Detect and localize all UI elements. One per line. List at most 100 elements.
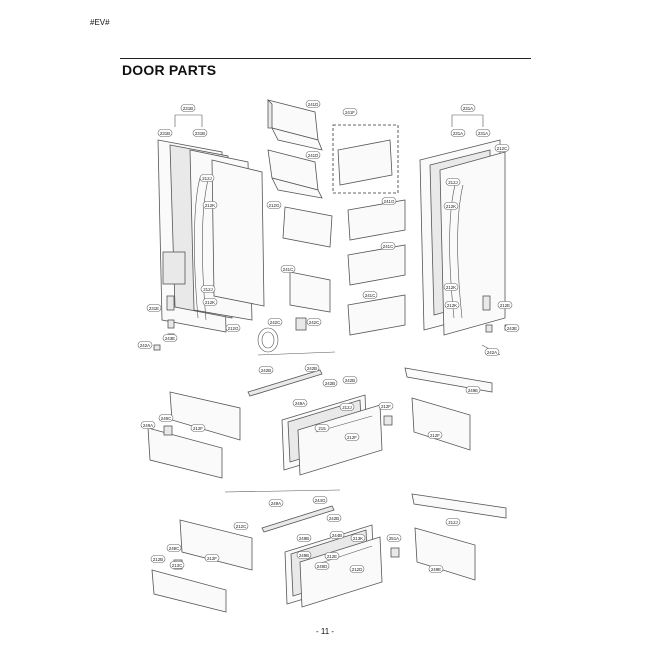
svg-text:249E: 249E <box>431 567 441 572</box>
part-callout: 242A <box>484 348 500 356</box>
svg-text:249A: 249A <box>143 423 153 428</box>
svg-text:212E: 212E <box>500 303 510 308</box>
svg-text:242B: 242B <box>307 366 317 371</box>
svg-text:242B: 242B <box>325 381 335 386</box>
part-callout: 241C <box>380 242 396 250</box>
part-callout: 212K <box>443 283 459 291</box>
part-callout: 241F <box>342 108 358 116</box>
svg-text:231B: 231B <box>195 131 205 136</box>
part-callout: 241D <box>305 100 321 108</box>
lower-drawer <box>151 489 507 613</box>
svg-text:249A: 249A <box>271 501 281 506</box>
part-callout: 231A <box>475 129 491 137</box>
svg-text:213K: 213K <box>353 536 363 541</box>
part-callout: 212G <box>266 201 282 209</box>
svg-text:241C: 241C <box>283 267 294 272</box>
svg-text:212D: 212D <box>352 567 363 572</box>
svg-text:242A: 242A <box>140 343 150 348</box>
svg-text:212B: 212B <box>153 557 163 562</box>
svg-text:241G: 241G <box>384 199 395 204</box>
svg-text:249D: 249D <box>317 564 328 569</box>
svg-text:212F: 212F <box>347 435 357 440</box>
page-title: DOOR PARTS <box>122 62 217 78</box>
svg-text:241F: 241F <box>345 110 355 115</box>
svg-text:231B: 231B <box>160 131 170 136</box>
svg-text:242A: 242A <box>487 350 497 355</box>
part-callout: 212J <box>200 285 216 293</box>
part-callout: 244B <box>329 531 345 539</box>
part-callout: 212C <box>233 522 249 530</box>
part-callout: 249A <box>268 499 284 507</box>
part-callout: 212K <box>202 298 218 306</box>
part-callout: 251A <box>386 534 402 542</box>
svg-text:249B: 249B <box>299 553 309 558</box>
svg-text:212K: 212K <box>205 300 215 305</box>
svg-text:212J: 212J <box>342 405 352 410</box>
part-callout: 231A <box>450 129 466 137</box>
svg-text:212F: 212F <box>430 433 440 438</box>
part-callout: 212J <box>199 174 215 182</box>
svg-text:212C: 212C <box>236 524 247 529</box>
svg-text:212C: 212C <box>497 146 508 151</box>
svg-text:212F: 212F <box>193 426 203 431</box>
part-callout: 249C <box>166 544 182 552</box>
part-callout: 241D <box>305 151 321 159</box>
part-callout: 231B <box>180 104 196 112</box>
part-callout: 212F <box>427 431 443 439</box>
svg-text:212J: 212J <box>203 287 213 292</box>
part-callout: 242B <box>342 376 358 384</box>
part-callout: 231A <box>460 104 476 112</box>
svg-text:241C: 241C <box>365 293 376 298</box>
svg-text:212F: 212F <box>207 556 217 561</box>
svg-text:243E: 243E <box>507 326 517 331</box>
part-callout: 242B <box>258 366 274 374</box>
part-callout: 212D <box>349 565 365 573</box>
part-callout: 212K <box>444 301 460 309</box>
svg-text:212K: 212K <box>205 203 215 208</box>
part-callout: 212K <box>443 202 459 210</box>
svg-text:244G: 244G <box>315 498 326 503</box>
svg-text:231A: 231A <box>453 131 463 136</box>
part-callout: 242C <box>306 318 322 326</box>
svg-text:212G: 212G <box>269 203 280 208</box>
door-bins <box>257 99 406 353</box>
part-callout: 212K <box>202 201 218 209</box>
part-callout: 231B <box>157 129 173 137</box>
part-callout: 213K <box>350 534 366 542</box>
svg-text:249A: 249A <box>295 401 305 406</box>
svg-text:241C: 241C <box>383 244 394 249</box>
svg-text:212K: 212K <box>446 285 456 290</box>
svg-text:213C: 213C <box>172 563 183 568</box>
part-callout: 244G <box>312 496 328 504</box>
title-rule <box>120 58 531 59</box>
part-callout: 249A <box>292 399 308 407</box>
part-callout: 231E <box>146 304 162 312</box>
part-callout: 243E <box>162 334 178 342</box>
svg-text:242B: 242B <box>329 516 339 521</box>
svg-text:215: 215 <box>318 426 326 431</box>
part-callout: 212F <box>190 424 206 432</box>
svg-text:241D: 241D <box>308 153 319 158</box>
right-door-assembly <box>419 114 506 336</box>
part-callout: 212B <box>150 555 166 563</box>
svg-text:212G: 212G <box>228 326 239 331</box>
part-callout: 249E <box>428 565 444 573</box>
part-callout: 212E <box>497 301 513 309</box>
svg-text:212J: 212J <box>448 180 458 185</box>
part-callout: 249E <box>465 386 481 394</box>
part-callout: 241C <box>362 291 378 299</box>
svg-text:242C: 242C <box>309 320 320 325</box>
page-number: - 11 - <box>315 627 335 636</box>
part-callout: 242B <box>326 514 342 522</box>
svg-text:251A: 251A <box>389 536 399 541</box>
part-callout: 212J <box>445 518 461 526</box>
part-callout: 249B <box>296 534 312 542</box>
part-callout: 212C <box>494 144 510 152</box>
part-callout: 249D <box>314 562 330 570</box>
svg-text:212F: 212F <box>381 404 391 409</box>
part-callout: 243E <box>504 324 520 332</box>
svg-text:231B: 231B <box>183 106 193 111</box>
part-callout: 213C <box>169 561 185 569</box>
part-callout: 242B <box>322 379 338 387</box>
